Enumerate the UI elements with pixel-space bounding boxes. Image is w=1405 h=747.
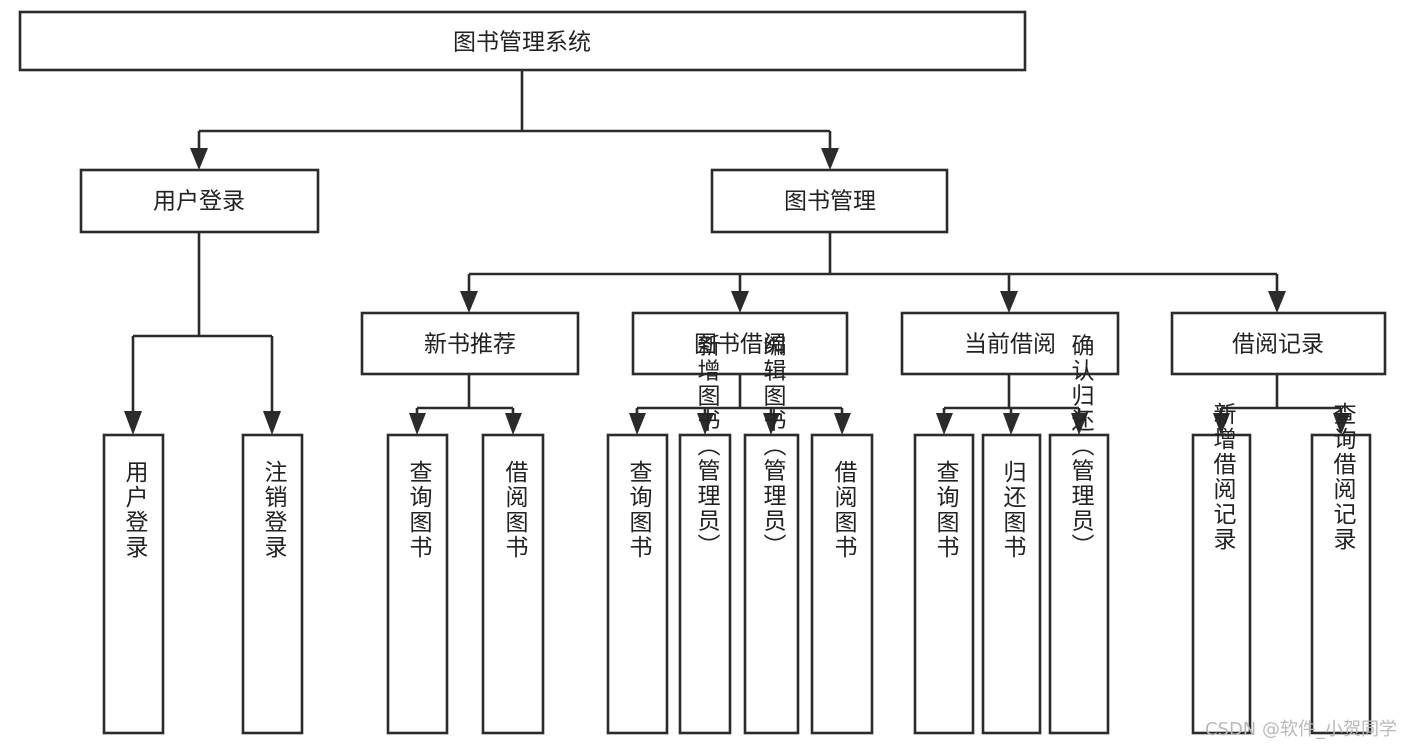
node-leaf-query-book-1[interactable]: 查询图书	[386, 433, 449, 735]
node-leaf-edit-book-admin-box[interactable]	[743, 433, 800, 735]
node-book-borrow[interactable]: 图书借阅	[631, 311, 849, 376]
arrowhead-to-book-borrow	[731, 291, 749, 313]
node-leaf-user-logout[interactable]: 注销登录	[241, 433, 304, 735]
node-leaf-query-borrow-record[interactable]: 查询借阅记录	[1310, 402, 1372, 735]
node-leaf-query-borrow-record-label: 查询借阅记录	[1329, 402, 1357, 552]
node-leaf-query-book-3-label: 查询图书	[932, 460, 960, 560]
node-leaf-query-book-1-box[interactable]	[386, 433, 449, 735]
node-leaf-borrow-book-2-box[interactable]	[810, 433, 874, 735]
node-current-borrow-box[interactable]	[900, 311, 1120, 376]
arrowhead-to-leaf-query-book-3	[936, 413, 953, 435]
node-leaf-user-logout-label: 注销登录	[260, 460, 288, 560]
node-book-borrow-box[interactable]	[631, 311, 849, 376]
node-leaf-add-book-admin[interactable]: 新增图书（管理员）	[678, 334, 732, 735]
node-book-borrow-label: 图书借阅	[694, 332, 786, 358]
node-leaf-borrow-book-2[interactable]: 借阅图书	[810, 433, 874, 735]
node-leaf-edit-book-admin[interactable]: 编辑图书（管理员）	[743, 334, 800, 735]
node-leaf-user-login[interactable]: 用户登录	[102, 433, 165, 735]
connector-book-manage-bus	[467, 232, 1279, 296]
connector-new-book-rec-bus	[415, 374, 515, 420]
arrowhead-to-user-login	[190, 148, 208, 170]
node-leaf-add-borrow-record[interactable]: 新增借阅记录	[1191, 402, 1252, 735]
node-leaf-query-book-2-box[interactable]	[606, 433, 669, 735]
arrowhead-to-leaf-user-logout	[263, 411, 281, 435]
node-leaf-user-login-label: 用户登录	[121, 460, 149, 560]
node-book-manage[interactable]: 图书管理	[710, 168, 949, 234]
node-leaf-query-book-3-box[interactable]	[913, 433, 975, 735]
arrowhead-to-leaf-add-book-admin	[697, 413, 714, 435]
node-leaf-query-borrow-record-box[interactable]	[1310, 433, 1372, 735]
arrowhead-to-leaf-borrow-book-2	[834, 413, 851, 435]
node-leaf-query-book-1-label: 查询图书	[405, 460, 433, 560]
node-new-book-rec-label: 新书推荐	[424, 332, 516, 358]
connectors	[124, 70, 1350, 435]
node-leaf-add-book-admin-label: 新增图书（管理员）	[693, 334, 721, 559]
arrowhead-to-leaf-query-borrow-record	[1333, 413, 1350, 435]
node-new-book-rec-box[interactable]	[360, 311, 580, 376]
node-leaf-confirm-return-admin-box[interactable]	[1048, 433, 1110, 735]
arrowhead-to-new-book-rec	[460, 291, 478, 313]
connector-root-bus	[197, 70, 832, 153]
node-leaf-borrow-book-1-box[interactable]	[481, 433, 545, 735]
node-leaf-return-book-label: 归还图书	[999, 460, 1027, 560]
arrowhead-to-book-manage	[821, 148, 839, 170]
node-user-login[interactable]: 用户登录	[79, 168, 320, 234]
arrowhead-to-leaf-return-book	[1003, 413, 1020, 435]
node-leaf-add-borrow-record-label: 新增借阅记录	[1209, 402, 1237, 552]
node-book-manage-box[interactable]	[710, 168, 949, 234]
connector-book-borrow-bus	[635, 374, 844, 420]
arrowhead-to-leaf-query-book-1	[409, 413, 426, 435]
node-root-box[interactable]	[18, 10, 1027, 72]
node-leaf-borrow-book-2-label: 借阅图书	[830, 460, 858, 560]
node-user-login-box[interactable]	[79, 168, 320, 234]
arrowhead-to-leaf-borrow-book-1	[505, 413, 522, 435]
node-leaf-add-borrow-record-box[interactable]	[1191, 433, 1252, 735]
arrowhead-to-leaf-add-borrow-record	[1213, 413, 1230, 435]
node-leaf-add-book-admin-box[interactable]	[678, 433, 732, 735]
node-leaf-return-book[interactable]: 归还图书	[981, 433, 1042, 735]
arrowhead-to-leaf-confirm-return-admin	[1071, 413, 1088, 435]
node-leaf-return-book-box[interactable]	[981, 433, 1042, 735]
node-leaf-edit-book-admin-label: 编辑图书（管理员）	[759, 334, 787, 559]
arrowhead-to-leaf-user-login	[124, 411, 142, 435]
node-root-label: 图书管理系统	[453, 30, 591, 56]
node-leaf-query-book-2[interactable]: 查询图书	[606, 433, 669, 735]
node-current-borrow[interactable]: 当前借阅	[900, 311, 1120, 376]
node-current-borrow-label: 当前借阅	[964, 332, 1056, 358]
arrowhead-to-leaf-query-book-2	[629, 413, 646, 435]
node-leaf-query-book-2-label: 查询图书	[625, 460, 653, 560]
node-leaf-confirm-return-admin[interactable]: 确认归还（管理员）	[1048, 334, 1110, 735]
node-leaf-query-book-3[interactable]: 查询图书	[913, 433, 975, 735]
node-borrow-record[interactable]: 借阅记录	[1170, 311, 1387, 376]
node-leaf-borrow-book-1-label: 借阅图书	[501, 460, 529, 560]
node-leaf-borrow-book-1[interactable]: 借阅图书	[481, 433, 545, 735]
node-new-book-rec[interactable]: 新书推荐	[360, 311, 580, 376]
node-book-manage-label: 图书管理	[784, 189, 876, 215]
arrowhead-to-leaf-edit-book-admin	[763, 413, 780, 435]
connector-borrow-record-bus	[1219, 374, 1343, 420]
node-borrow-record-box[interactable]	[1170, 311, 1387, 376]
node-leaf-confirm-return-admin-label: 确认归还（管理员）	[1067, 334, 1095, 559]
node-leaf-user-login-box[interactable]	[102, 433, 165, 735]
node-borrow-record-label: 借阅记录	[1232, 332, 1324, 358]
arrowhead-to-borrow-record	[1268, 291, 1286, 313]
node-leaf-user-logout-box[interactable]	[241, 433, 304, 735]
node-user-login-label: 用户登录	[153, 189, 245, 215]
arrowhead-to-current-borrow	[1000, 291, 1018, 313]
connector-user-login-bus	[131, 232, 274, 418]
csdn-watermark: CSDN @软件_小贺同学	[1204, 719, 1397, 740]
node-root[interactable]: 图书管理系统	[18, 10, 1027, 72]
